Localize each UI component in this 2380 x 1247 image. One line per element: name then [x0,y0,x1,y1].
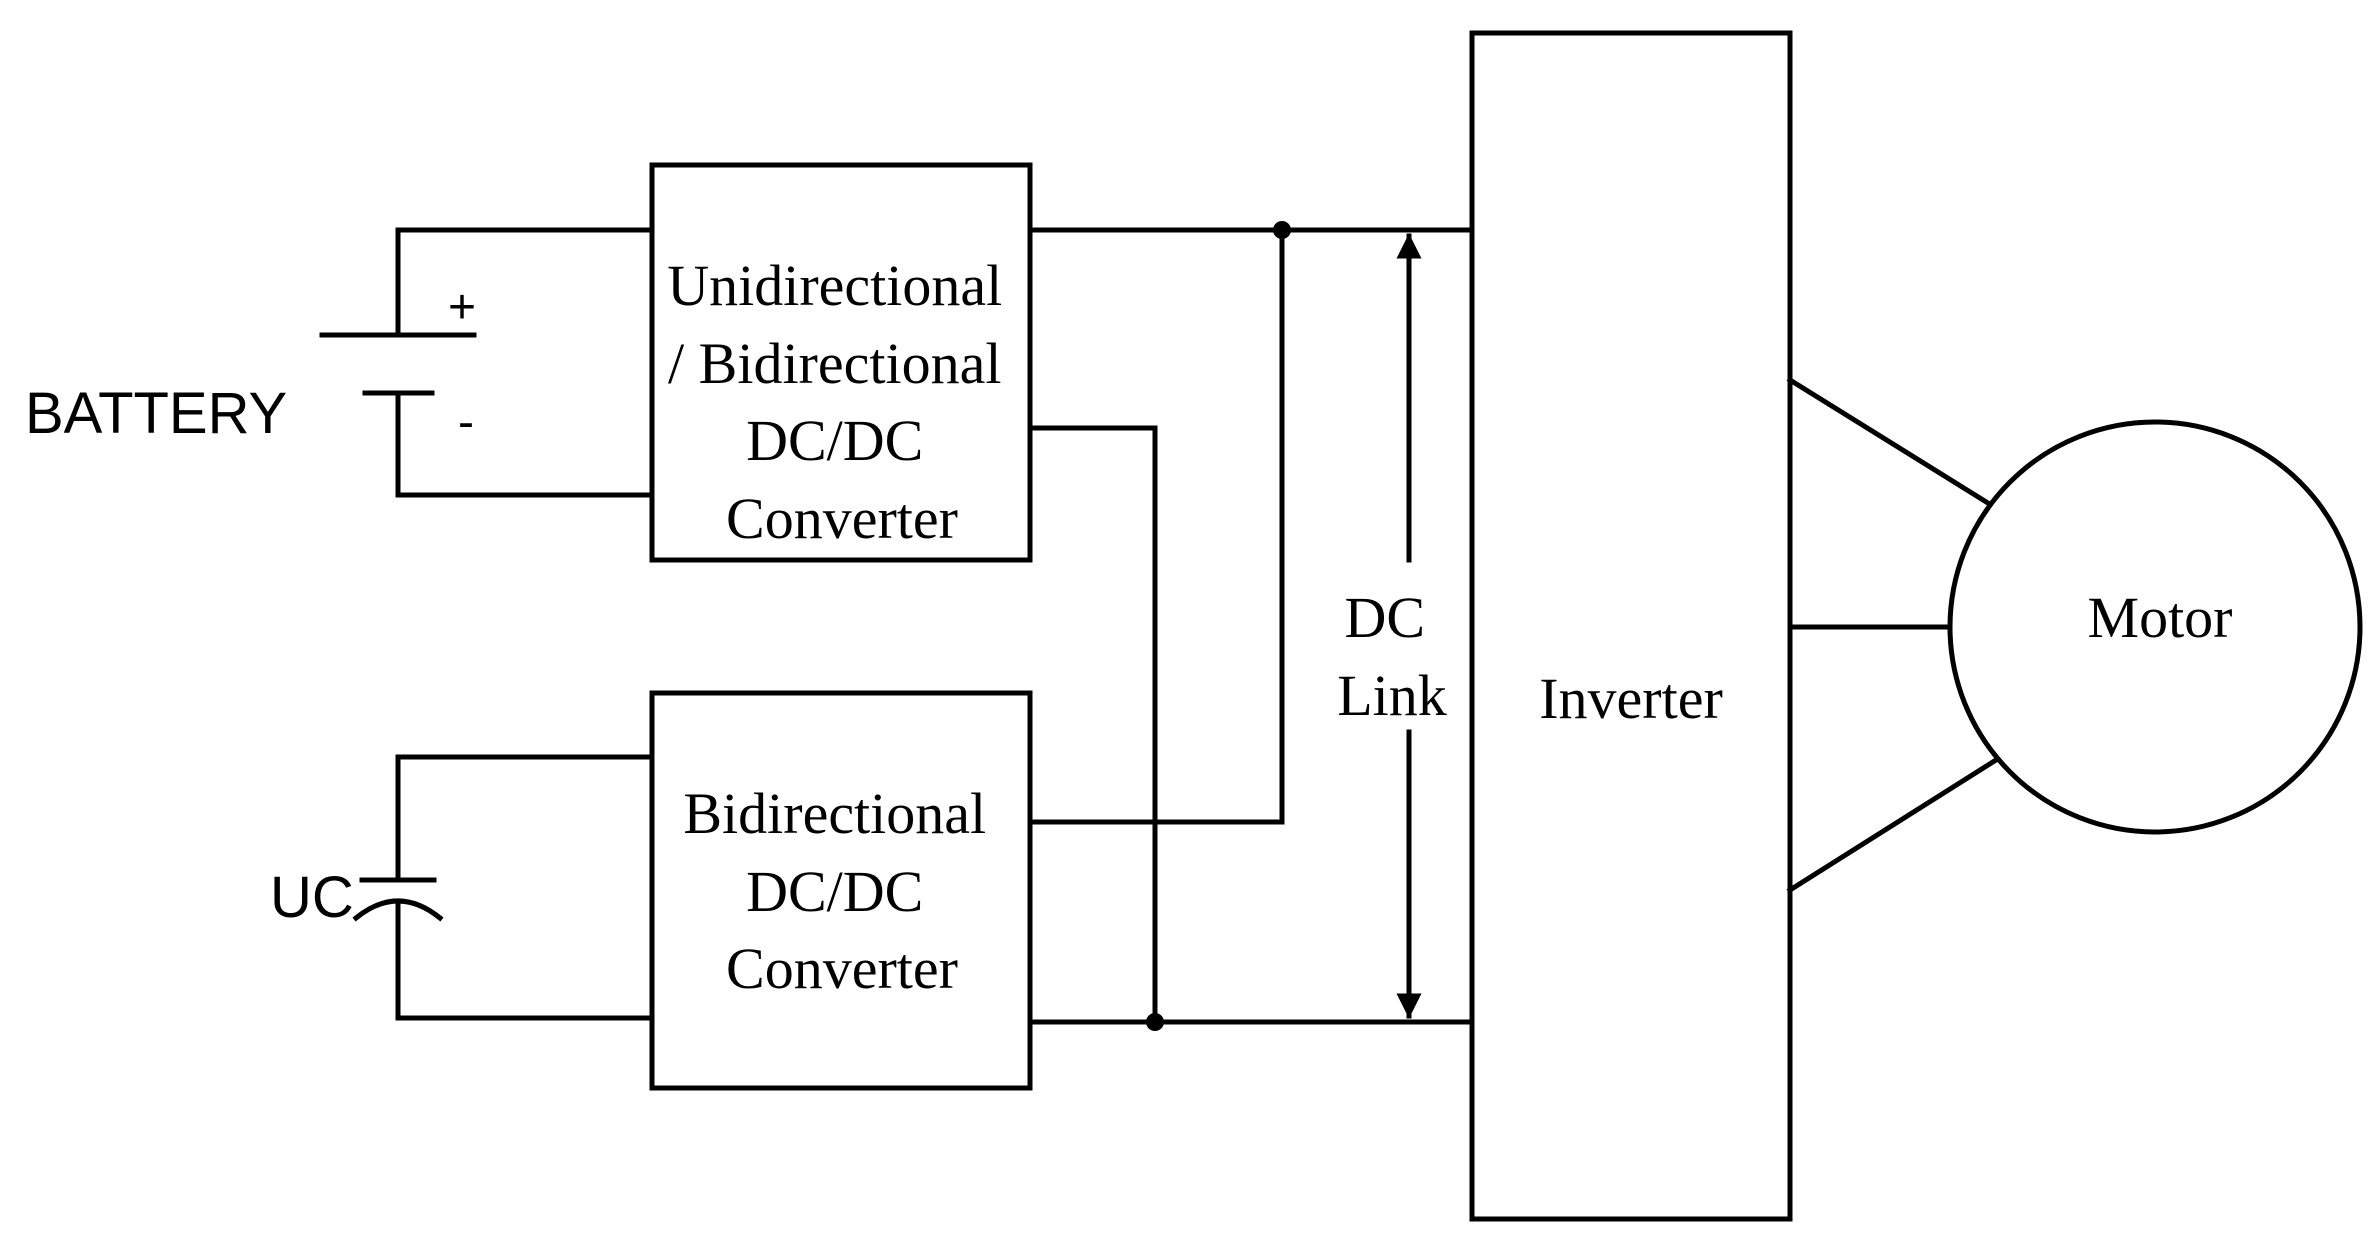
ultracapacitor-symbol [352,754,655,1021]
battery-plus-sign: + [448,281,476,334]
bidirectional-converter-box [649,690,1033,1091]
converter-bottom-label: Bidirectional DC/DC Converter [683,781,1000,1001]
phase-wire-a [1786,376,2000,512]
battery-minus-sign: - [458,396,474,449]
converter-bottom-line-2: DC/DC [746,859,923,924]
dc-bus-wiring [1027,221,1475,1031]
inverter-box [1469,30,1793,1222]
negative-bus-junction [1146,1013,1164,1031]
phase-wire-c [1786,756,2000,894]
motor-label: Motor [2088,585,2233,650]
dc-link-line-2: Link [1337,663,1447,728]
three-phase-wires [1786,376,2000,894]
inverter-label: Inverter [1539,666,1723,731]
motor-circle [1947,419,2363,835]
converter-top-line-1: Unidirectional [667,253,1002,318]
uc-label: UC [270,865,354,930]
converter-top-line-3: DC/DC [746,408,923,473]
dc-link-line-1: DC [1344,585,1425,650]
converter-top-label: Unidirectional / Bidirectional DC/DC Con… [667,253,1017,551]
converter-top-line-2: / Bidirectional [668,331,1001,396]
converter-bottom-line-1: Bidirectional [683,781,986,846]
positive-bus-junction [1273,221,1291,239]
converter-top-line-4: Converter [726,486,958,551]
dc-link-label: DC Link [1337,585,1447,728]
battery-symbol [319,227,655,498]
unidirectional-bidirectional-converter-box [649,162,1033,563]
converter-bottom-line-3: Converter [726,936,958,1001]
battery-label: BATTERY [25,381,287,446]
